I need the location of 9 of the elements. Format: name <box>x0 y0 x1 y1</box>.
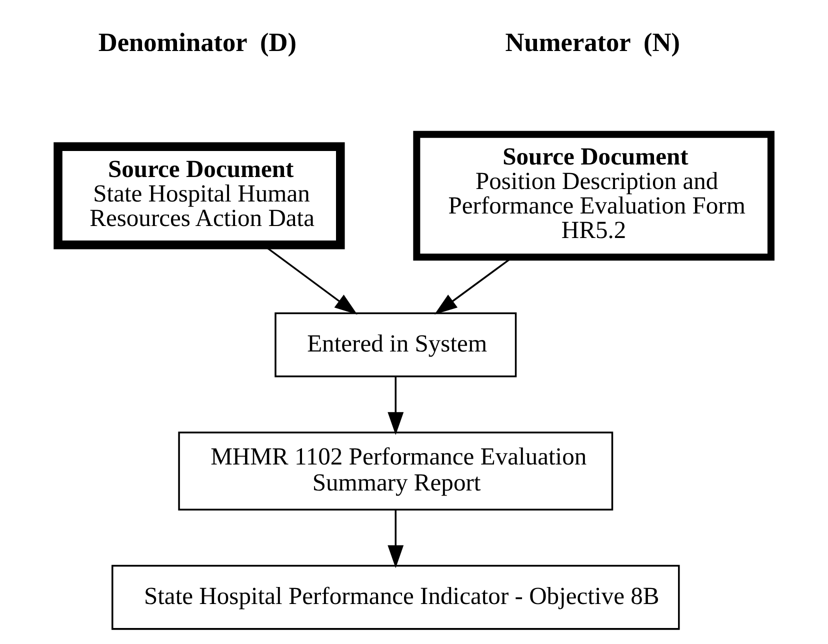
arrow <box>387 376 404 435</box>
node-box: MHMR 1102 Performance Evaluation Summary Report <box>178 432 613 511</box>
node-box: Source Document State Hospital Human Resources Action Data <box>53 142 344 250</box>
node-box: Source Document Position Description and Performance Evaluation Form HR5.2 <box>412 130 774 261</box>
arrow <box>387 510 404 568</box>
node-box: State Hospital Performance Indicator - Objective 8B <box>111 564 680 630</box>
label: Numerator (N) <box>504 28 680 58</box>
label: Denominator (D) <box>98 28 296 58</box>
node-box: Entered in System <box>274 312 516 378</box>
